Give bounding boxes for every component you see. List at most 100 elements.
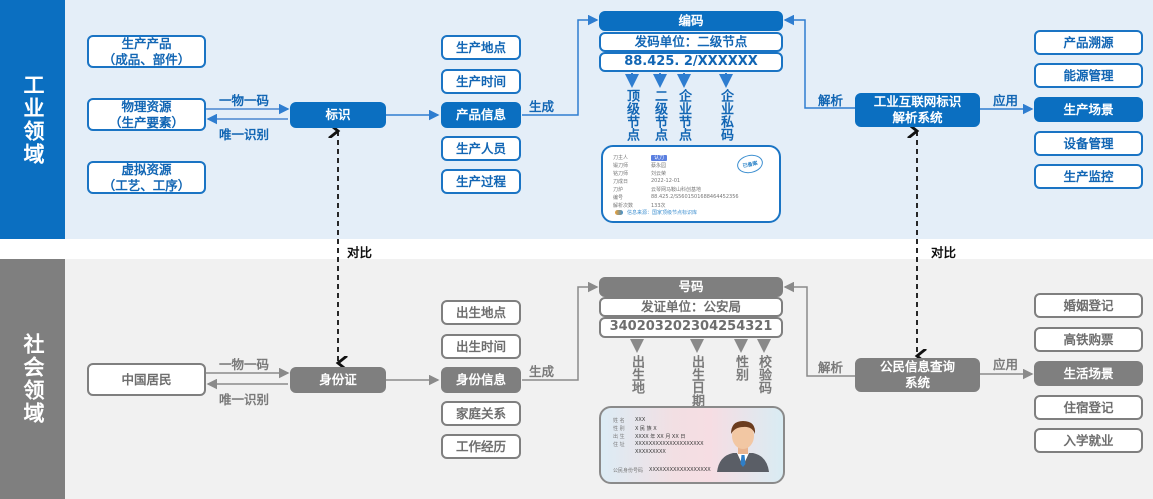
id-row: 住 址 XXXXXXXXXXXXXXXXXXXX	[613, 440, 731, 448]
application-item[interactable]: 婚姻登记	[1034, 293, 1143, 318]
resource-citizen[interactable]: 中国居民	[87, 363, 206, 396]
application-item[interactable]: 产品溯源	[1034, 30, 1143, 55]
code-part-enterprise-node: 企业节点	[676, 89, 691, 141]
id-number-row: 公民身份号码 XXXXXXXXXXXXXXXXXX	[613, 467, 711, 474]
number-header[interactable]: 号码	[599, 277, 783, 297]
parse-label: 解析	[818, 360, 844, 375]
resource-physical[interactable]: 物理资源（生产要素）	[87, 98, 206, 131]
id-key: 住 址	[613, 441, 625, 448]
resource-virtual[interactable]: 虚拟资源（工艺、工序）	[87, 161, 206, 194]
cert-source-text: 信息来源：国家顶级节点标识库	[627, 210, 698, 216]
identity-node[interactable]: 标识	[290, 102, 386, 128]
one-item-one-code-label: 一物一码	[219, 357, 270, 372]
cert-key: 刀炉	[613, 186, 624, 193]
id-row: 出 生 XXXX 年 XX 月 XX 日	[613, 432, 731, 440]
cert-row: 刀成日 2022-12-01	[613, 177, 769, 185]
generate-label: 生成	[529, 99, 555, 114]
id-value: X 民 族 X	[635, 425, 657, 432]
id-card-info: 姓 名 XXX 性 别 X 民 族 X 出 生 XXXX 年 XX 月 XX 日 住 …	[613, 416, 731, 456]
resource-title: 物理资源	[121, 98, 172, 114]
cert-owner-tag: 认刀	[651, 154, 668, 161]
cert-value: 蔡永园	[651, 162, 667, 169]
id-value: XXXXXXXXX	[635, 449, 666, 455]
cert-row: 锻刀师蔡永园	[613, 161, 769, 169]
production-scenario-node[interactable]: 生产场景	[1034, 97, 1143, 122]
id-key: 性 别	[613, 425, 625, 432]
number-part-birthplace: 出生地	[629, 355, 644, 394]
id-key: 出 生	[613, 433, 625, 440]
cert-row: 铭刀师 刘云荣	[613, 169, 769, 177]
unique-identification-label: 唯一识别	[219, 127, 270, 142]
id-card-node[interactable]: 身份证	[290, 367, 386, 393]
info-item[interactable]: 生产过程	[441, 169, 521, 194]
one-item-one-code-label: 一物一码	[219, 93, 270, 108]
industrial-side-title: 工业领域	[0, 0, 65, 239]
id-value: XXXX 年 XX 月 XX 日	[635, 433, 686, 440]
cert-key: 解析次数	[613, 202, 634, 209]
generate-label: 生成	[529, 364, 555, 379]
parse-label: 解析	[818, 93, 844, 108]
application-item[interactable]: 能源管理	[1034, 63, 1143, 88]
info-item[interactable]: 家庭关系	[441, 401, 521, 426]
social-side-title: 社会领域	[0, 259, 65, 499]
cert-key: 编号	[613, 194, 624, 201]
cert-row: 刀炉云琴网马鞍山科创基地	[613, 185, 769, 193]
life-scenario-node[interactable]: 生活场景	[1034, 361, 1143, 386]
application-item[interactable]: 入学就业	[1034, 428, 1143, 453]
info-item[interactable]: 出生地点	[441, 300, 521, 325]
id-number-label: 公民身份号码	[613, 468, 644, 474]
citizen-info-query-system-node[interactable]: 公民信息查询系统	[855, 358, 980, 392]
application-item[interactable]: 高铁购票	[1034, 327, 1143, 352]
cert-row: 刀主人 认刀	[613, 153, 769, 161]
application-item[interactable]: 生产监控	[1034, 164, 1143, 189]
cert-key: 铭刀师	[613, 170, 629, 177]
info-item[interactable]: 生产人员	[441, 136, 521, 161]
resource-subtitle: （成品、部件）	[102, 51, 191, 67]
id-row: 姓 名 XXX	[613, 416, 731, 424]
person-avatar-icon	[717, 421, 769, 472]
cert-value: 2022-12-01	[651, 178, 681, 184]
unique-identification-label: 唯一识别	[219, 392, 270, 407]
node-line: 系统	[904, 375, 930, 390]
resource-subtitle: （工艺、工序）	[102, 177, 191, 193]
code-header[interactable]: 编码	[599, 11, 783, 31]
code-part-enterprise-private: 企业私码	[718, 89, 733, 141]
id-number-value: 340203202304254321	[599, 317, 783, 338]
node-line: 公民信息查询	[879, 359, 955, 375]
application-item[interactable]: 设备管理	[1034, 131, 1143, 156]
product-info-node[interactable]: 产品信息	[441, 102, 521, 128]
cert-key: 刀成日	[613, 178, 629, 185]
resource-subtitle: （生产要素）	[108, 114, 184, 130]
number-issuer: 发证单位：公安局	[599, 297, 783, 317]
info-item[interactable]: 工作经历	[441, 434, 521, 459]
code-part-secondary-node: 二级节点	[652, 89, 667, 141]
id-value: XXXXXXXXXXXXXXXXXXXX	[635, 441, 704, 447]
node-line: 工业互联网标识	[873, 94, 962, 110]
apply-label: 应用	[993, 93, 1019, 108]
info-item[interactable]: 出生时间	[441, 334, 521, 359]
cert-value: 133次	[651, 202, 666, 209]
cert-value: 刘云荣	[651, 170, 667, 177]
cert-key: 刀主人	[613, 154, 629, 161]
id-key: 姓 名	[613, 417, 625, 424]
id-row: XXXXXXXXX	[613, 448, 731, 456]
cert-source: 信息来源：国家顶级节点标识库	[615, 209, 697, 216]
number-part-gender: 性别	[733, 355, 748, 381]
comparison-label-right: 对比	[931, 245, 957, 260]
identity-info-node[interactable]: 身份信息	[441, 367, 521, 393]
apply-label: 应用	[993, 357, 1019, 372]
resource-products[interactable]: 生产产品（成品、部件）	[87, 35, 206, 68]
code-part-top-node: 顶级节点	[624, 89, 639, 141]
id-card-image: 姓 名 XXX 性 别 X 民 族 X 出 生 XXXX 年 XX 月 XX 日 住 …	[599, 406, 785, 484]
info-item[interactable]: 生产地点	[441, 35, 521, 60]
comparison-label-left: 对比	[347, 245, 373, 260]
cert-value: 88.425.2/S5601501688464452356	[651, 194, 739, 200]
identifier-certificate-card: 刀主人 认刀 锻刀师蔡永园 铭刀师 刘云荣 刀成日 2022-12-01 刀炉云琴网马…	[601, 145, 781, 223]
info-item[interactable]: 生产时间	[441, 69, 521, 94]
industrial-resolution-system-node[interactable]: 工业互联网标识解析系统	[855, 93, 980, 127]
application-item[interactable]: 住宿登记	[1034, 395, 1143, 420]
code-value: 88.425. 2/XXXXXX	[599, 52, 783, 72]
code-issuer: 发码单位：二级节点	[599, 32, 783, 52]
id-value: XXX	[635, 417, 646, 423]
